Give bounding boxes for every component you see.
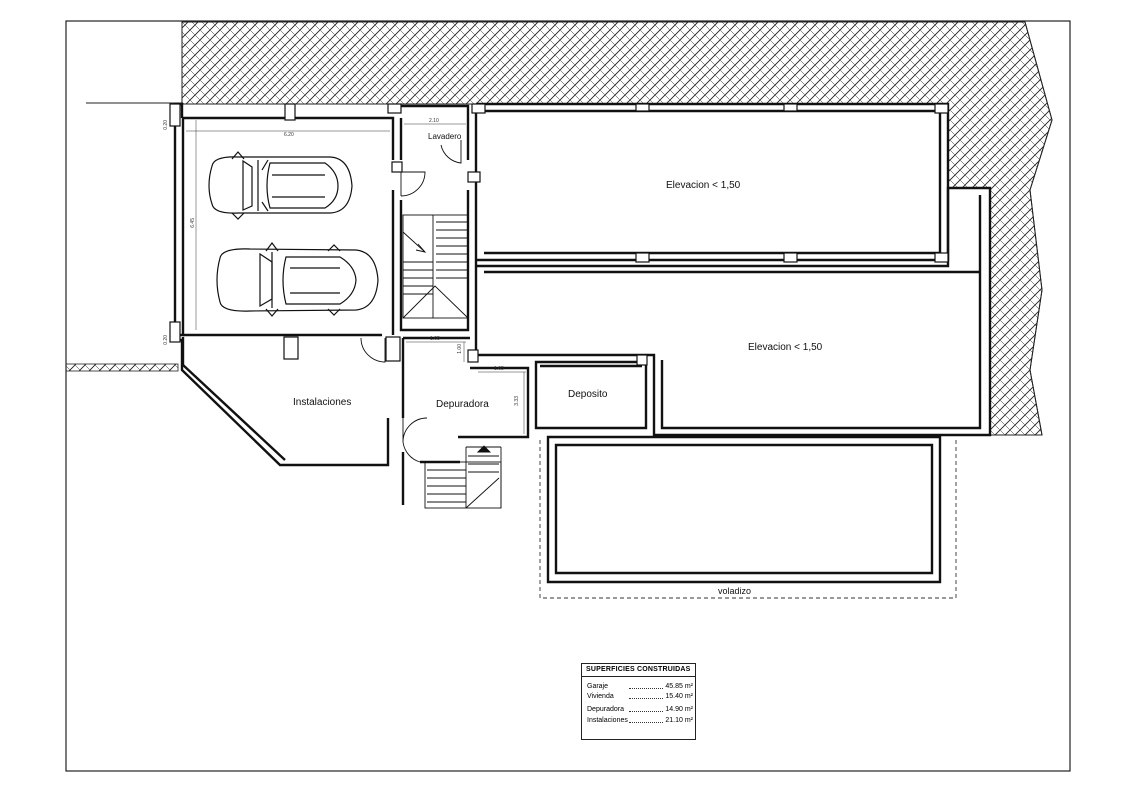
legend-row-leader xyxy=(629,722,663,723)
legend-row: Depuradora 14.90 m² xyxy=(587,706,693,715)
site-strip-bottom xyxy=(65,363,179,372)
terrain-hatch xyxy=(181,21,1053,436)
surface-legend: SUPERFICIES CONSTRUIDAS Garaje 45.85 m² … xyxy=(581,663,696,740)
dim-wall-left-bottom: 0.20 xyxy=(163,335,169,345)
legend-row-leader xyxy=(629,711,663,712)
pool-inner xyxy=(555,444,933,574)
legend-row-name: Instalaciones xyxy=(587,717,628,724)
room-label-depuradora: Depuradora xyxy=(436,399,489,410)
legend-row: Instalaciones 21.10 m² xyxy=(587,717,693,726)
dim-garage-width: 6.20 xyxy=(284,132,294,138)
label-voladizo: voladizo xyxy=(716,586,754,596)
room-label-instalaciones: Instalaciones xyxy=(293,397,352,408)
building-walls xyxy=(173,102,992,584)
dim-wall-left-top: 0.20 xyxy=(163,120,169,130)
legend-title: SUPERFICIES CONSTRUIDAS xyxy=(586,666,691,673)
doors xyxy=(360,140,462,463)
dim-depuradora-depth: 3.33 xyxy=(514,396,520,406)
legend-row-value: 15.40 m² xyxy=(665,693,693,700)
dim-depuradora-width: 1.65 xyxy=(494,366,504,372)
stair-exterior xyxy=(424,445,502,509)
stair-main xyxy=(402,214,469,319)
dim-lavadero-width: 2.10 xyxy=(429,118,439,124)
legend-row-name: Garaje xyxy=(587,683,609,690)
legend-row-value: 45.85 m² xyxy=(665,683,693,690)
legend-row: Garaje 45.85 m² xyxy=(587,683,693,692)
room-label-deposito: Deposito xyxy=(568,389,608,400)
car-top xyxy=(208,151,353,220)
room-label-elevacion-lower: Elevacion < 1,50 xyxy=(748,342,823,353)
legend-row-value: 14.90 m² xyxy=(665,706,693,713)
legend-row-name: Vivienda xyxy=(587,693,614,700)
terrain-edge xyxy=(1024,21,1053,436)
dim-stair-width: 1.65 xyxy=(430,336,440,342)
voladizo-outline xyxy=(539,440,957,599)
legend-row-leader xyxy=(629,688,663,689)
columns xyxy=(169,103,949,366)
legend-row-name: Depuradora xyxy=(587,706,624,713)
sheet-border xyxy=(65,20,1071,772)
dim-garage-depth: 6.45 xyxy=(190,218,196,228)
room-label-elevacion-upper: Elevacion < 1,50 xyxy=(666,180,741,191)
car-bottom xyxy=(216,242,379,317)
legend-row-leader xyxy=(629,698,663,699)
room-label-lavadero: Lavadero xyxy=(428,132,462,141)
dim-small-a: 1.00 xyxy=(457,344,463,354)
legend-row-value: 21.10 m² xyxy=(665,717,693,724)
legend-row: Vivienda 15.40 m² xyxy=(587,693,693,702)
legend-header: SUPERFICIES CONSTRUIDAS xyxy=(582,664,695,677)
dimension-lines xyxy=(186,120,526,434)
